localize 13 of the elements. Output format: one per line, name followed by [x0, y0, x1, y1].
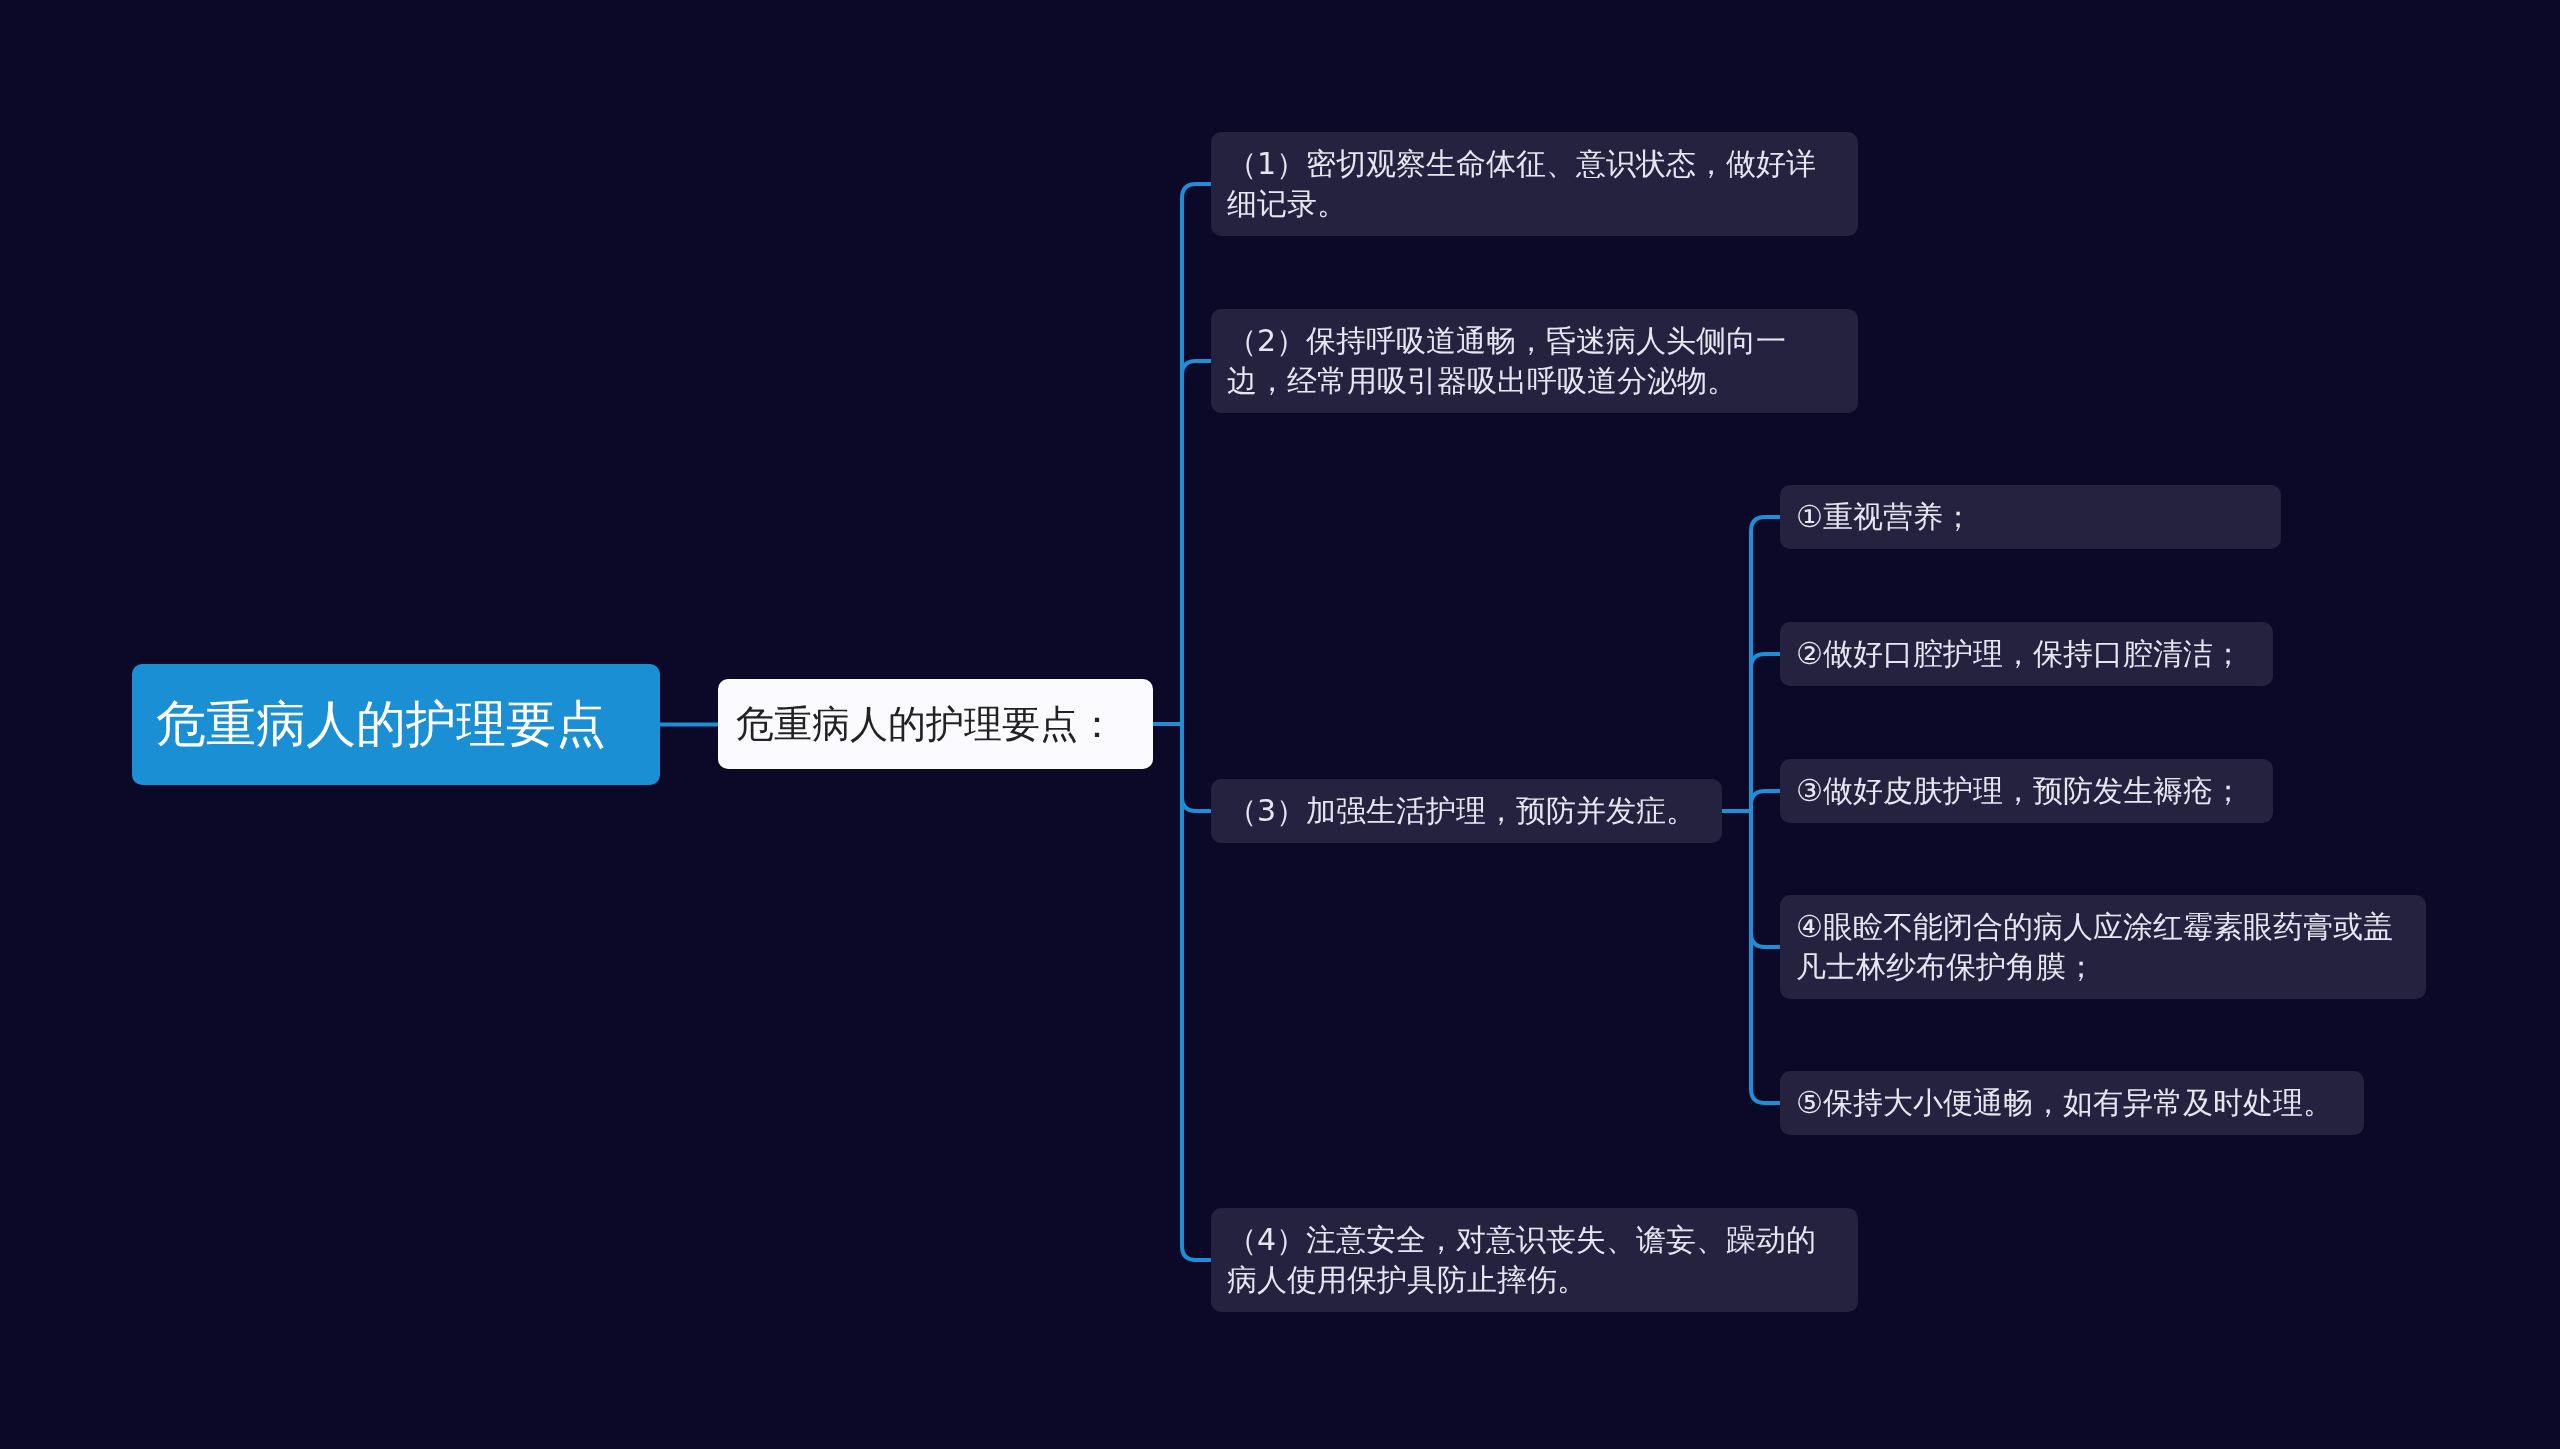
topic-box: ④眼睑不能闭合的病人应涂红霉素眼药膏或盖凡士林纱布保护角膜； [1780, 895, 2426, 999]
topic-box: ②做好口腔护理，保持口腔清洁； [1780, 622, 2273, 686]
topic-box: ⑤保持大小便通畅，如有异常及时处理。 [1780, 1071, 2364, 1135]
topic-box: ①重视营养； [1780, 485, 2281, 549]
topic-box: （3）加强生活护理，预防并发症。 [1211, 779, 1722, 843]
topic-box: （2）保持呼吸道通畅，昏迷病人头侧向一边，经常用吸引器吸出呼吸道分泌物。 [1211, 309, 1858, 413]
topic-box: ③做好皮肤护理，预防发生褥疮； [1780, 759, 2273, 823]
root-box: 危重病人的护理要点 [132, 664, 660, 785]
topic-box: （4）注意安全，对意识丧失、谵妄、躁动的病人使用保护具防止摔伤。 [1211, 1208, 1858, 1312]
topic-box: （1）密切观察生命体征、意识状态，做好详细记录。 [1211, 132, 1858, 236]
connector-line [1722, 809, 1780, 1105]
topic-box: 危重病人的护理要点： [718, 679, 1153, 769]
connector-line [660, 722, 718, 727]
